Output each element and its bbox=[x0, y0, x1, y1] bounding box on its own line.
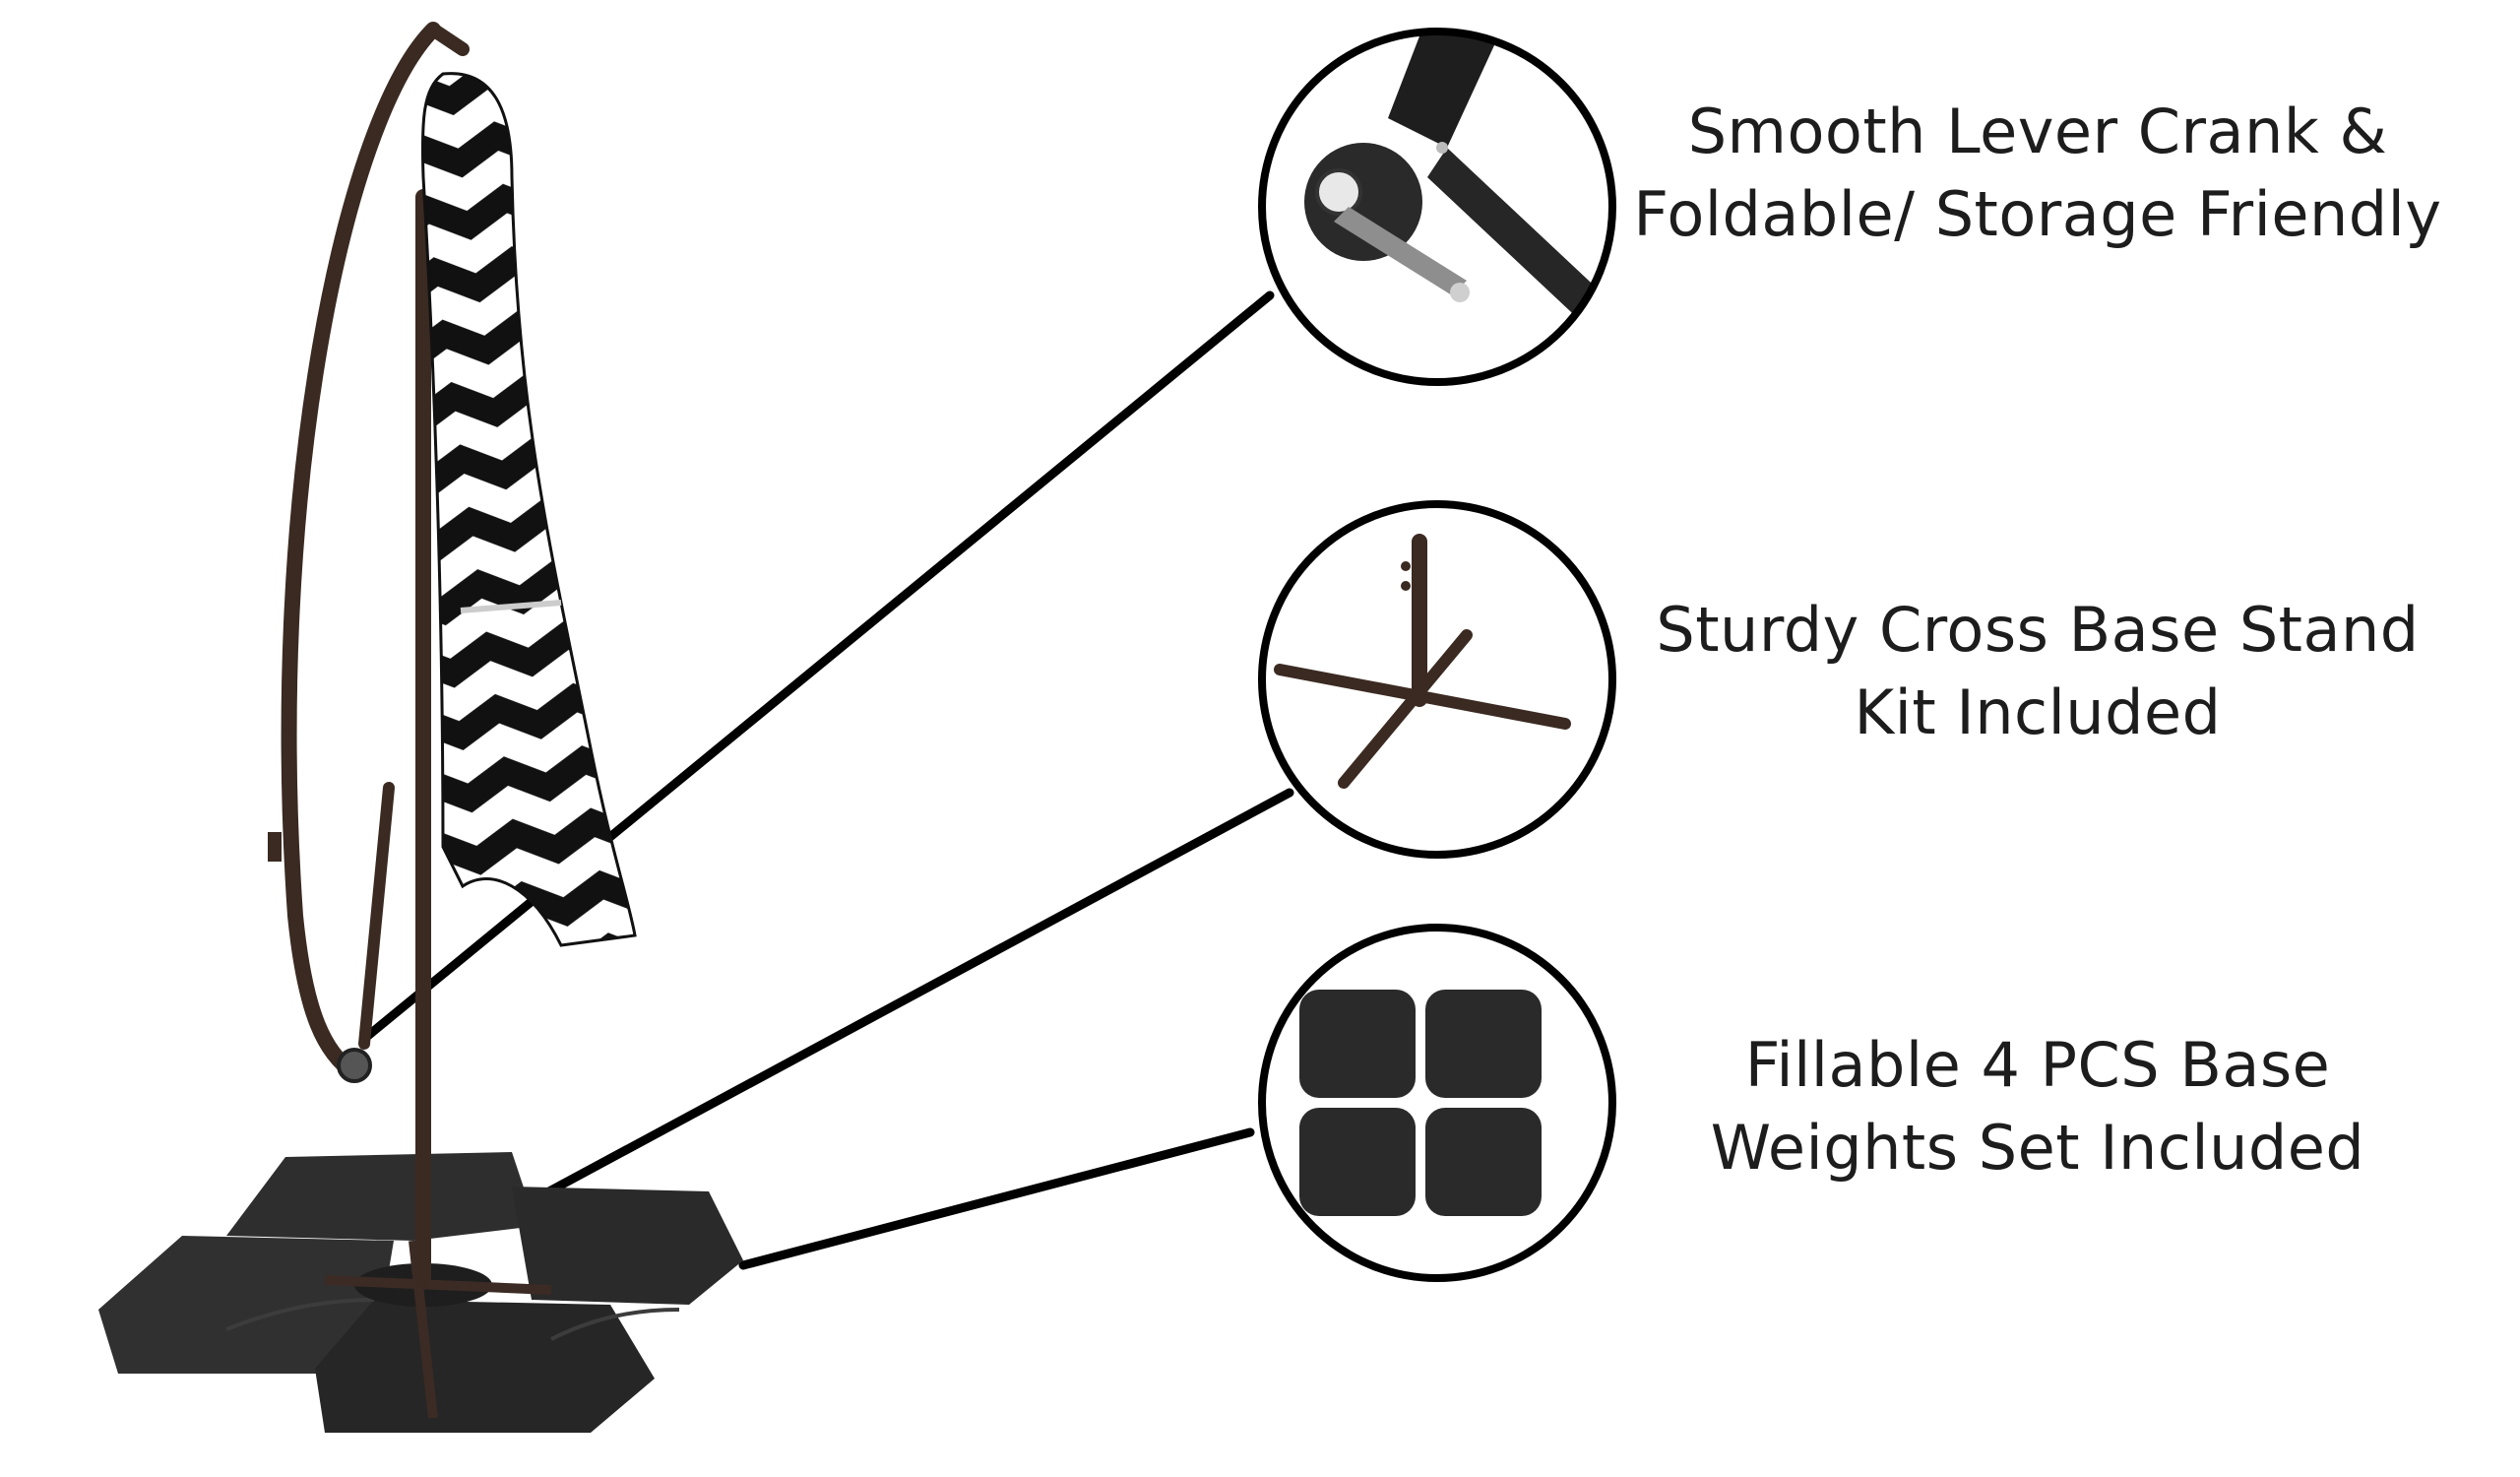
cross-base-closeup bbox=[1258, 500, 1616, 859]
weights-closeup bbox=[1258, 924, 1616, 1282]
callout-line-crank bbox=[359, 290, 1275, 1044]
feature-cross-base-line2: Kit Included bbox=[1854, 676, 2222, 748]
feature-weights-line2: Weights Set Included bbox=[1710, 1112, 2365, 1184]
umbrella-frame bbox=[268, 22, 470, 1288]
feature-cross-base-text: Sturdy Cross Base Stand Kit Included bbox=[1614, 589, 2461, 754]
feature-crank-text: Smooth Lever Crank & Foldable/ Storage F… bbox=[1614, 91, 2461, 256]
umbrella-canopy bbox=[420, 72, 637, 947]
crank-closeup bbox=[1258, 28, 1616, 386]
base-weights bbox=[98, 1152, 743, 1433]
feature-weights-line1: Fillable 4 PCS Base bbox=[1744, 1029, 2331, 1101]
feature-weights-text: Fillable 4 PCS Base Weights Set Included bbox=[1614, 1024, 2461, 1189]
feature-crank-line1: Smooth Lever Crank & bbox=[1687, 96, 2388, 167]
callout-line-weights bbox=[738, 1127, 1255, 1270]
feature-crank-line2: Foldable/ Storage Friendly bbox=[1633, 178, 2442, 250]
feature-cross-base-line1: Sturdy Cross Base Stand bbox=[1656, 594, 2420, 666]
callout-line-cross bbox=[517, 788, 1294, 1211]
callout-lines bbox=[359, 290, 1294, 1270]
